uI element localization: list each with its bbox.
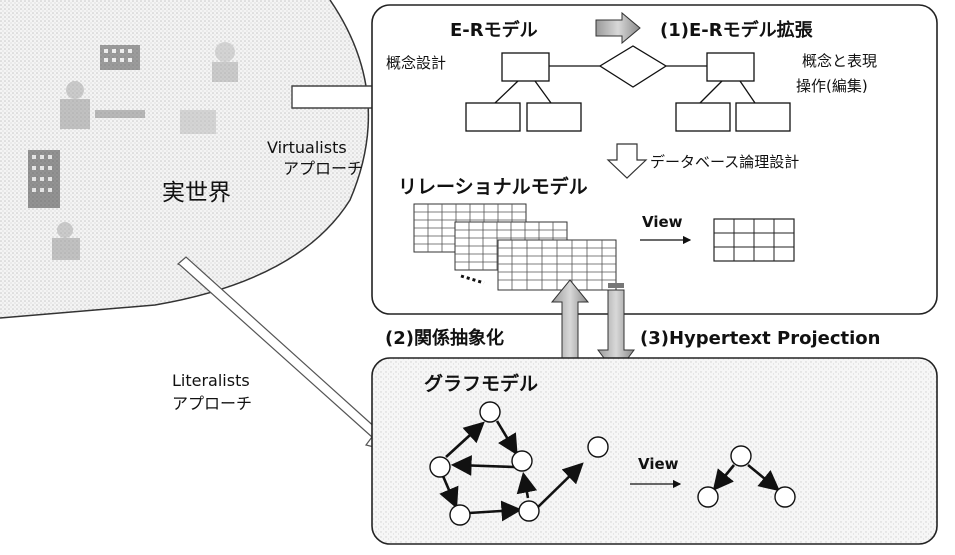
relational-view-label: View — [642, 213, 683, 231]
literalists-label-line2: アプローチ — [172, 394, 252, 413]
er-attribute-2 — [526, 102, 582, 132]
graph-panel: グラフモデル View — [371, 357, 938, 545]
relational-tables — [413, 203, 617, 291]
tables-ellipsis — [460, 274, 485, 285]
er-extension-arrow — [595, 11, 641, 45]
literalists-arrow — [176, 256, 400, 454]
real-world-photo-figures — [28, 42, 238, 260]
relational-model-title: リレーショナルモデル — [398, 175, 588, 198]
view-graph-edges — [712, 463, 781, 492]
view-table — [713, 218, 795, 262]
table-3 — [497, 239, 617, 291]
view-graph-nodes — [697, 445, 796, 508]
graph-node — [429, 456, 451, 478]
er-entity-left — [501, 52, 550, 82]
er-panel: E-Rモデル (1)E-Rモデル拡張 概念設計 概念と表現 操作(編集) データ… — [371, 4, 938, 315]
er-model-title: E-Rモデル — [450, 19, 538, 41]
er-entity-right — [706, 52, 755, 82]
relation-abstraction-label: (2)関係抽象化 — [385, 327, 504, 349]
er-attribute-1 — [465, 102, 521, 132]
real-world-region: 実世界 — [0, 0, 370, 319]
db-logical-design-arrow — [606, 143, 648, 179]
er-relationship-diamond — [598, 45, 668, 88]
graph-node — [774, 486, 796, 508]
graph-node — [697, 486, 719, 508]
er-attribute-3 — [675, 102, 731, 132]
graph-edges — [439, 420, 584, 522]
virtualists-label-line1: Virtualists — [267, 138, 347, 157]
graph-node — [449, 504, 471, 526]
virtualists-label-line2: アプローチ — [283, 159, 363, 178]
right-note-line1: 概念と表現 — [802, 52, 877, 70]
graph-panel-frame — [371, 357, 938, 545]
graph-model-title: グラフモデル — [424, 372, 538, 395]
concept-design-label: 概念設計 — [386, 54, 446, 72]
graph-node — [587, 436, 609, 458]
hypertext-projection-label: (3)Hypertext Projection — [640, 328, 880, 349]
literalists-label-line1: Literalists — [172, 371, 250, 390]
graph-node — [730, 445, 752, 467]
er-attribute-4 — [735, 102, 791, 132]
graph-view-label: View — [638, 455, 679, 473]
graph-node — [511, 450, 533, 472]
er-diagram — [465, 45, 791, 132]
db-logical-design-label: データベース論理設計 — [650, 153, 799, 171]
er-extension-label: (1)E-Rモデル拡張 — [660, 19, 814, 41]
right-note-line2: 操作(編集) — [796, 77, 868, 95]
graph-node — [518, 500, 540, 522]
real-world-background — [0, 0, 369, 318]
graph-node — [479, 401, 501, 423]
real-world-label: 実世界 — [162, 180, 231, 206]
graph-nodes — [429, 401, 609, 526]
